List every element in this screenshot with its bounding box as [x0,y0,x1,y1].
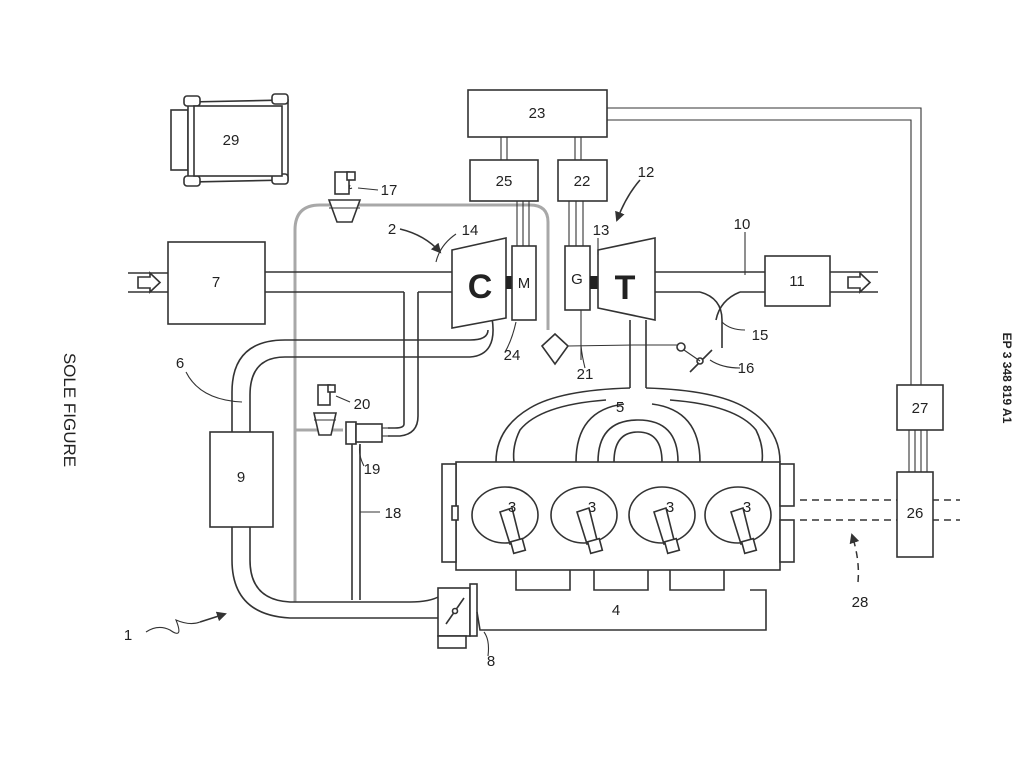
block-7-label: 7 [212,274,220,291]
reference-numerals: 1 2 4 5 6 8 10 12 13 14 15 16 17 18 19 2… [124,164,869,670]
compressor-14: C [451,237,507,329]
block-9-label: 9 [237,469,245,486]
motor-m: M [511,245,537,321]
cylinder-3: 3 [628,486,696,555]
leader-lines [145,179,860,657]
valve-actuator-21 [540,332,635,366]
block-11-label: 11 [789,273,805,290]
exhaust-duct [634,271,878,348]
label-5: 5 [616,399,624,416]
generator-g: G [564,245,591,311]
shaft-compressor-motor [506,276,514,289]
label-20: 20 [354,396,371,413]
cylinder-4-label: 3 [743,499,751,516]
label-24: 24 [504,347,521,364]
ecu-29: 29 [170,93,289,187]
block-25: 25 [469,159,539,202]
label-15: 15 [752,327,769,344]
compressor-label: C [468,268,493,306]
ecu-29-label: 29 [223,132,240,149]
block-7: 7 [167,241,266,325]
throttle-8 [437,583,767,649]
sensor-20 [312,384,338,436]
turbine-label: T [615,269,636,307]
label-2: 2 [388,221,396,238]
cylinder-3-label: 3 [666,499,674,516]
label-13: 13 [593,222,610,239]
label-16: 16 [738,360,755,377]
block-22-label: 22 [574,173,591,190]
block-23: 23 [467,89,608,138]
block-26: 26 [896,471,934,558]
cylinder-1-label: 3 [508,499,516,516]
valve-19 [345,421,390,445]
turbine-13: T [597,237,656,321]
charge-air-duct [231,317,494,619]
cylinder-2: 3 [550,486,618,555]
label-18: 18 [385,505,402,522]
sole-figure-caption: SOLE FIGURE [60,353,79,467]
label-17: 17 [381,182,398,199]
block-27: 27 [896,384,944,431]
label-10: 10 [734,216,751,233]
label-8: 8 [487,653,495,670]
label-14: 14 [462,222,479,239]
wastegate-valve-16 [676,342,713,373]
wiring [500,107,928,472]
generator-label: G [571,271,583,288]
sensor-17 [327,171,362,223]
cylinder-2-label: 3 [588,499,596,516]
block-27-label: 27 [912,400,929,417]
label-12: 12 [638,164,655,181]
block-11: 11 [764,255,831,307]
block-22: 22 [557,159,608,202]
bypass-duct [351,292,419,600]
exhaust-manifold [495,320,781,463]
cylinder-1: 3 [471,486,539,555]
label-4: 4 [612,602,620,619]
motor-label: M [518,275,531,292]
label-21: 21 [577,366,594,383]
block-9: 9 [209,431,274,528]
block-23-label: 23 [529,105,546,122]
shaft-generator-turbine [590,276,599,289]
block-25-label: 25 [496,173,513,190]
label-19: 19 [364,461,381,478]
cylinder-4: 3 [704,486,772,555]
patent-number: EP 3 348 819 A1 [1000,333,1014,424]
intake-duct [128,271,452,294]
block-26-label: 26 [907,505,924,522]
label-28: 28 [852,594,869,611]
label-1: 1 [124,627,132,644]
label-6: 6 [176,355,184,372]
